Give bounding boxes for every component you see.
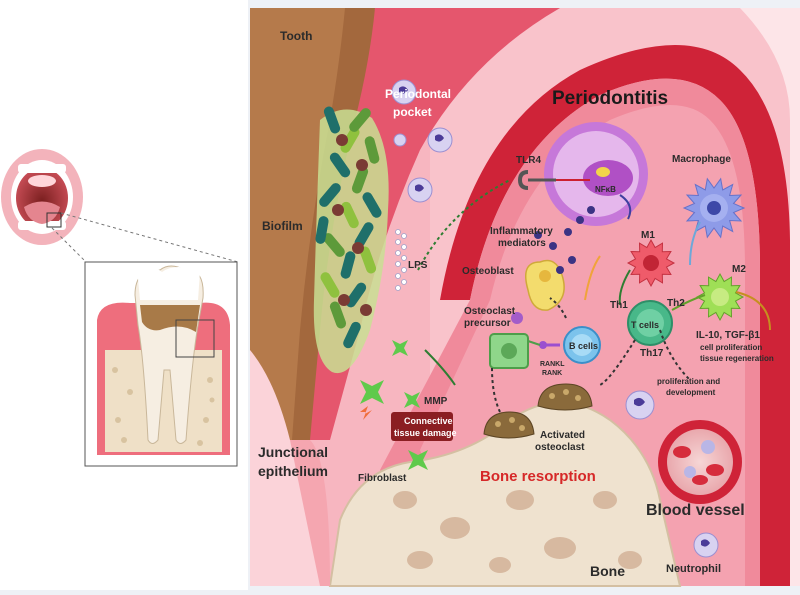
bacterium-rod <box>343 321 361 349</box>
label-macrophage: Macrophage <box>672 154 731 165</box>
label-bone: Bone <box>590 563 625 579</box>
mouth-icon <box>1 149 83 245</box>
label-connective-1: Connective <box>404 416 453 426</box>
bacterium-coccus <box>336 134 348 146</box>
label-cell-proliferation: cell proliferation <box>700 343 762 352</box>
blood-vessel-icon <box>658 420 742 504</box>
label-periodontal-1: Periodontal <box>385 87 451 101</box>
macrophage-icon <box>682 177 746 239</box>
bacterium-coccus <box>332 204 344 216</box>
inflammatory-mediator-dots <box>534 206 595 274</box>
label-mmp: MMP <box>424 396 448 407</box>
osteoclast-icon <box>483 383 593 439</box>
m1-macrophage-icon <box>626 238 676 288</box>
label-tissue-regeneration: tissue regeneration <box>700 354 774 363</box>
label-bone-resorption: Bone resorption <box>480 468 596 485</box>
label-proliferation-2: development <box>666 388 716 397</box>
label-tlr4: TLR4 <box>516 155 541 166</box>
label-inflammatory-1: Inflammatory <box>490 226 553 237</box>
bone-pores <box>393 490 642 573</box>
label-th17: Th17 <box>640 348 664 359</box>
label-junctional-2: epithelium <box>258 463 328 479</box>
osteoblast-icon <box>511 259 565 324</box>
macrophage-nfkb-icon <box>544 122 648 226</box>
biofilm-bacteria <box>313 106 389 374</box>
bacterium-rod <box>354 222 374 248</box>
bacterium-rod <box>341 201 359 229</box>
label-proliferation-1: proliferation and <box>657 377 720 386</box>
bacterium-rod <box>320 272 340 298</box>
main-panel <box>250 8 800 587</box>
tlr4-receptor-icon <box>517 170 590 190</box>
label-fibroblast: Fibroblast <box>358 473 407 484</box>
bacterium-rod <box>340 127 360 153</box>
bacterium-rod <box>359 246 377 274</box>
label-osteoblast: Osteoblast <box>462 266 514 277</box>
bacterium-rod <box>329 301 347 329</box>
label-lps: LPS <box>408 260 428 271</box>
b-cell-icon <box>539 326 601 364</box>
label-periodontitis: Periodontitis <box>552 88 668 109</box>
bacterium-rod <box>319 183 341 207</box>
bacterium-rod <box>349 108 371 132</box>
label-nfkb: NFκB <box>595 185 616 194</box>
label-th1: Th1 <box>610 300 628 311</box>
connective-tissue-damage-box <box>391 412 453 441</box>
label-activated-1: Activated <box>540 430 585 441</box>
neutrophil-icon <box>391 79 719 558</box>
label-junctional-1: Junctional <box>258 444 328 460</box>
label-activated-2: osteoclast <box>535 442 585 453</box>
bacterium-rod <box>315 216 329 244</box>
zoom-line-bottom <box>51 227 87 263</box>
label-osteoclast-precursor-1: Osteoclast <box>464 306 516 317</box>
damage-bolt-icon <box>360 406 372 420</box>
lps-molecule <box>395 229 407 291</box>
diagram-labels: Tooth Periodontal pocket Periodontitis B… <box>258 29 774 579</box>
bacterium-coccus <box>360 304 372 316</box>
label-biofilm: Biofilm <box>262 219 303 233</box>
bacterium-coccus <box>352 242 364 254</box>
bacterium-rod <box>340 251 356 279</box>
t-cell-icon <box>627 300 673 346</box>
label-connective-2: tissue damage <box>394 428 457 438</box>
label-m1: M1 <box>641 230 655 241</box>
label-il10: IL-10, TGF-β1 <box>696 330 760 341</box>
bacterium-rod <box>364 136 380 164</box>
tooth-cross-section-icon <box>84 261 238 467</box>
bacterium-rod <box>329 152 351 178</box>
bacterium-rod <box>323 106 341 134</box>
label-t-cells: T cells <box>631 320 659 330</box>
label-neutrophil: Neutrophil <box>666 563 721 575</box>
label-rank: RANK <box>542 370 562 377</box>
label-periodontal-2: pocket <box>393 105 432 119</box>
bacterium-rod <box>323 233 345 257</box>
label-tooth: Tooth <box>280 29 312 43</box>
label-inflammatory-2: mediators <box>498 238 546 249</box>
pathway-arrows <box>417 179 771 413</box>
bacterium-coccus <box>356 159 368 171</box>
label-m2: M2 <box>732 264 746 275</box>
label-osteoclast-precursor-2: precursor <box>464 318 511 329</box>
bacterium-rod <box>362 192 382 218</box>
bacterium-rod <box>351 166 369 194</box>
osteoclast-precursor-icon <box>489 333 541 369</box>
label-b-cells: B cells <box>569 341 598 351</box>
gingival-vessel-band <box>440 45 791 586</box>
bacterium-rod <box>345 282 367 308</box>
zoom-line-top <box>60 212 239 263</box>
label-blood-vessel: Blood vessel <box>646 502 745 519</box>
label-th2: Th2 <box>667 298 685 309</box>
fibroblast-icon <box>360 340 428 470</box>
bacterium-coccus <box>338 294 350 306</box>
label-rankl: RANKL <box>540 361 565 368</box>
